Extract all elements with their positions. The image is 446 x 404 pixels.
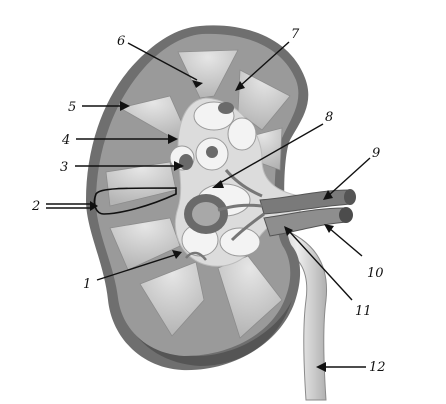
label-9: 9 [372, 146, 380, 161]
label-12: 12 [369, 360, 386, 375]
label-10: 10 [367, 266, 384, 281]
label-6: 6 [117, 34, 125, 49]
leader-lines [46, 41, 371, 372]
bracket-2 [93, 187, 177, 215]
label-1: 1 [83, 277, 91, 292]
label-11: 11 [355, 304, 372, 319]
label-2: 2 [31, 199, 40, 214]
label-7: 7 [291, 27, 300, 42]
ureter [267, 227, 328, 401]
label-4: 4 [61, 133, 70, 148]
label-3: 3 [60, 160, 68, 175]
label-5: 5 [68, 100, 76, 115]
label-8: 8 [325, 110, 333, 125]
papilla-detail [192, 202, 220, 226]
